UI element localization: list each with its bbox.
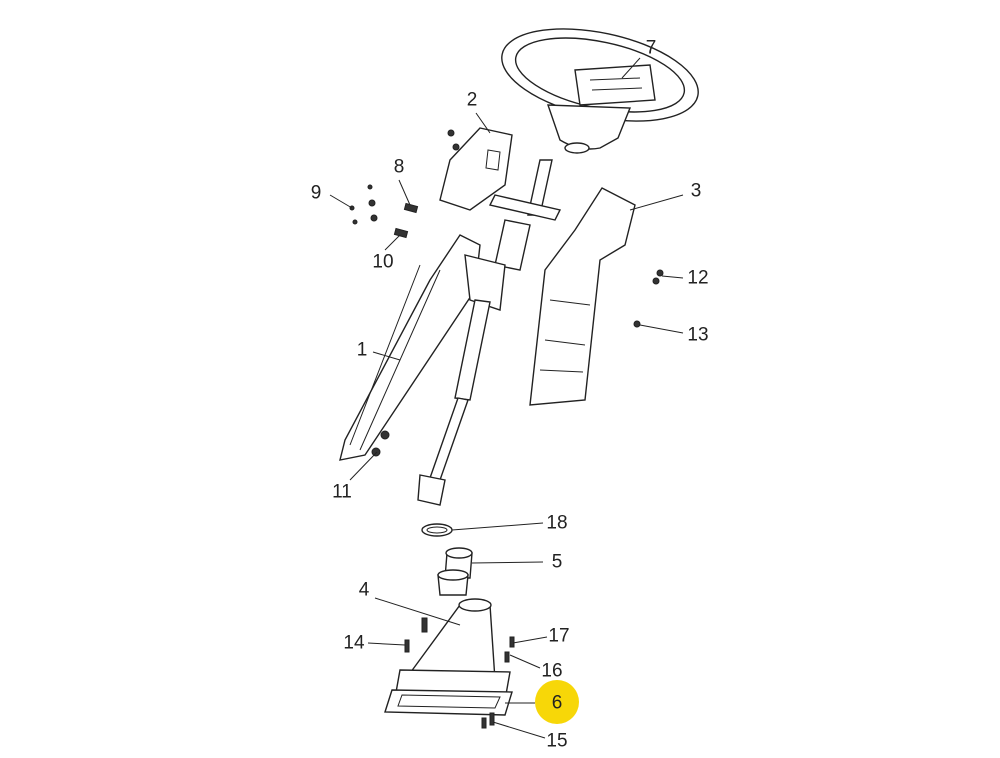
highlight-marker — [535, 680, 579, 724]
callout-18[interactable]: 18 — [546, 513, 567, 534]
callout-4[interactable]: 4 — [359, 580, 370, 601]
callout-17[interactable]: 17 — [548, 626, 569, 647]
callout-9[interactable]: 9 — [311, 183, 322, 204]
bushing[interactable] — [437, 547, 473, 596]
callout-11[interactable]: 11 — [332, 482, 352, 503]
callout-5[interactable]: 5 — [552, 552, 563, 573]
upper-cover[interactable] — [439, 127, 513, 211]
callout-3[interactable]: 3 — [691, 181, 702, 202]
callout-10[interactable]: 10 — [372, 252, 393, 273]
boot-housing[interactable] — [394, 598, 511, 701]
upper-shaft[interactable] — [488, 159, 562, 271]
column-bracket[interactable] — [339, 234, 506, 461]
callout-16[interactable]: 16 — [541, 661, 562, 682]
callout-7[interactable]: 7 — [646, 38, 657, 59]
callout-13[interactable]: 13 — [687, 325, 708, 346]
callout-12[interactable]: 12 — [687, 268, 708, 289]
callout-1[interactable]: 1 — [357, 340, 368, 361]
leader-lines — [329, 57, 684, 739]
gasket[interactable] — [384, 689, 513, 716]
intermediate-shaft[interactable] — [417, 299, 491, 506]
callout-2[interactable]: 2 — [467, 90, 478, 111]
steering-wheel[interactable] — [493, 13, 706, 154]
callout-15[interactable]: 15 — [546, 731, 567, 752]
lower-cover[interactable] — [529, 187, 636, 406]
callout-14[interactable]: 14 — [343, 633, 365, 654]
callout-8[interactable]: 8 — [394, 157, 405, 178]
callout-6[interactable]: 6 — [552, 693, 563, 714]
screws — [349, 129, 664, 729]
